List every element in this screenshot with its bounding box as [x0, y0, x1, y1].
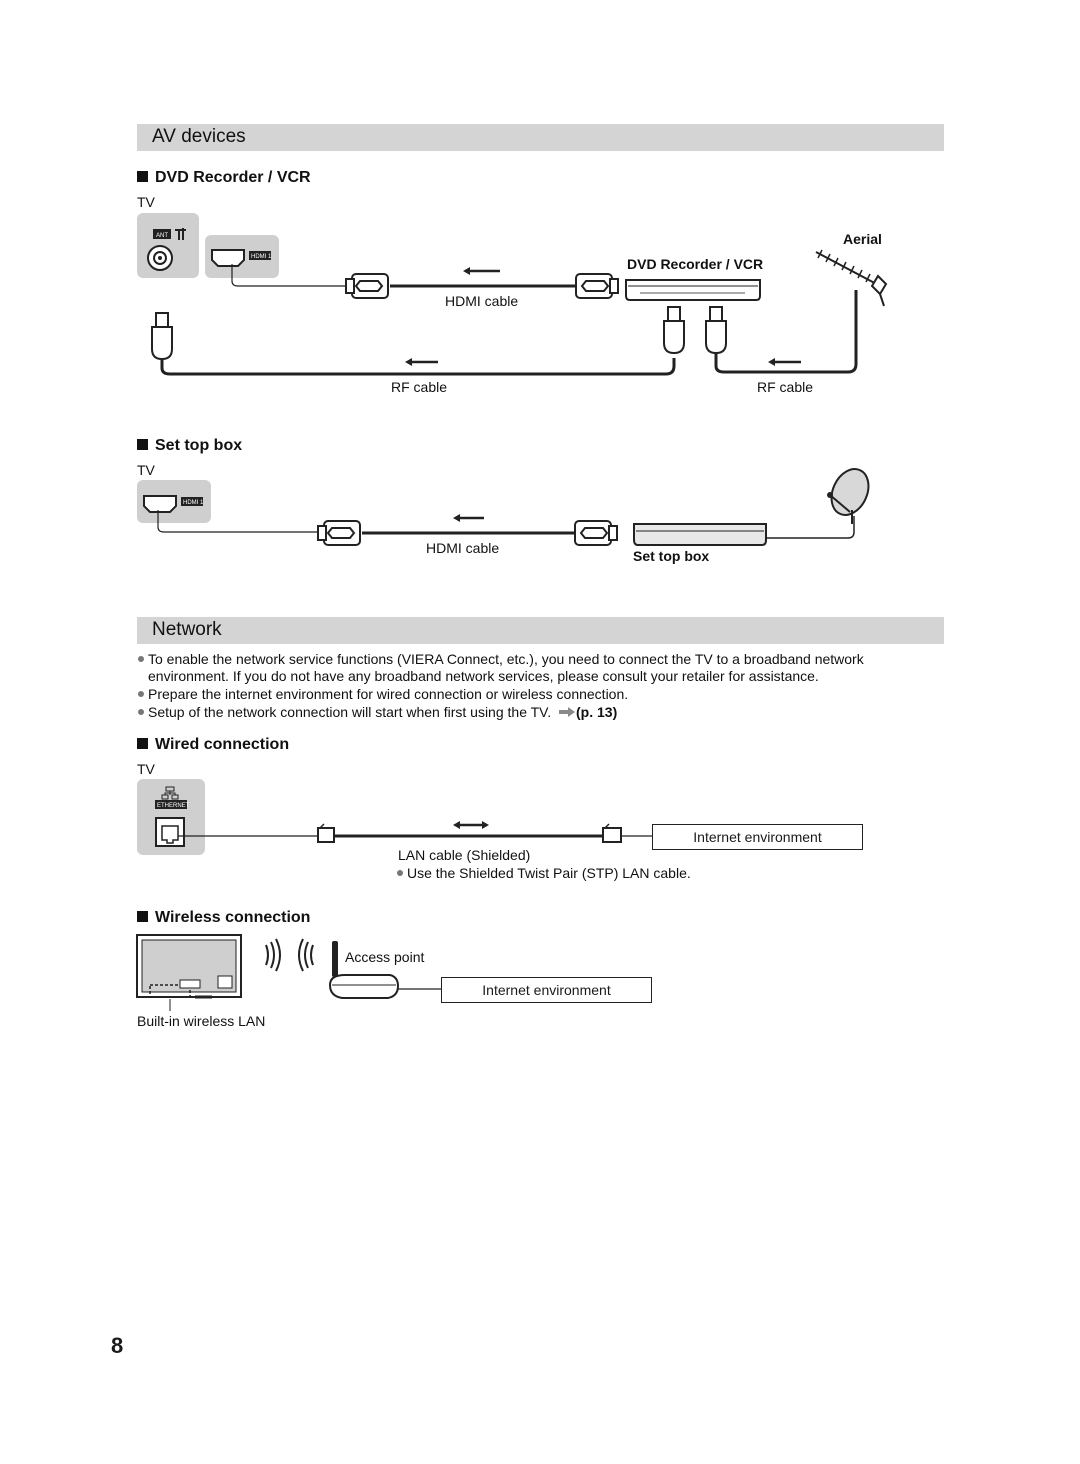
tv-label-dvd: TV: [137, 194, 155, 210]
network-bullet-3: Setup of the network connection will sta…: [138, 704, 617, 720]
builtin-wireless-lan-label: Built-in wireless LAN: [137, 1013, 266, 1029]
square-bullet-icon: [137, 911, 148, 922]
rf-cable-label-1: RF cable: [391, 379, 448, 395]
lan-plug-right: [602, 823, 622, 843]
section-band-network: Network: [137, 617, 944, 644]
section-title-network: Network: [152, 619, 222, 640]
stb-device-label: Set top box: [633, 548, 710, 564]
dvd-recorder-icon: [625, 279, 761, 301]
aerial-icon: [815, 249, 888, 307]
heading-wireless-connection: Wireless connection: [137, 909, 310, 927]
network-bullet-1-cont: environment. If you do not have any broa…: [148, 668, 819, 684]
tv-hdmi-panel-dvd: [205, 235, 279, 278]
network-bullet-2: Prepare the internet environment for wir…: [138, 686, 628, 702]
bullet-dot-icon: [138, 709, 144, 715]
tv-label-stb: TV: [137, 462, 155, 478]
dvd-device-label: DVD Recorder / VCR: [627, 256, 764, 272]
lan-plug-left: [317, 823, 335, 843]
heading-dvd-recorder: DVD Recorder / VCR: [137, 169, 311, 187]
bullet-dot-icon: [397, 870, 403, 876]
internet-environment-box-wireless: Internet environment: [441, 977, 652, 1003]
heading-set-top-box: Set top box: [137, 437, 242, 455]
bullet-dot-icon: [138, 656, 144, 662]
aerial-label: Aerial: [843, 231, 882, 247]
wifi-signal-icon: [265, 938, 314, 972]
square-bullet-icon: [137, 439, 148, 450]
page-ref-arrow-icon: [559, 704, 575, 717]
tv-hdmi-panel-stb: [137, 480, 211, 523]
section-band-av-devices: AV devices: [137, 124, 944, 151]
hdmi-cable-label-dvd: HDMI cable: [445, 293, 519, 309]
square-bullet-icon: [137, 738, 148, 749]
section-title-av-devices: AV devices: [152, 126, 246, 147]
bullet-dot-icon: [138, 691, 144, 697]
heading-wired-connection: Wired connection: [137, 736, 289, 754]
tv-wireless-icon: [136, 934, 242, 1011]
tv-ethernet-panel: [137, 779, 205, 855]
hdmi-cable-label-stb: HDMI cable: [426, 540, 500, 556]
network-bullet-1: To enable the network service functions …: [138, 651, 864, 667]
internet-environment-box-wired: Internet environment: [652, 824, 863, 850]
square-bullet-icon: [137, 171, 148, 182]
set-top-box-icon: [633, 523, 767, 546]
rf-cable-label-2: RF cable: [757, 379, 814, 395]
tv-label-wired: TV: [137, 761, 155, 777]
lan-cable-label: LAN cable (Shielded): [398, 847, 531, 863]
page-number: 8: [111, 1333, 124, 1358]
page-ref-link[interactable]: (p. 13): [576, 704, 618, 720]
satellite-dish-icon: [827, 468, 870, 524]
lan-cable-note: Use the Shielded Twist Pair (STP) LAN ca…: [397, 865, 691, 881]
tv-antenna-panel: [137, 213, 199, 278]
access-point-label: Access point: [345, 949, 425, 965]
